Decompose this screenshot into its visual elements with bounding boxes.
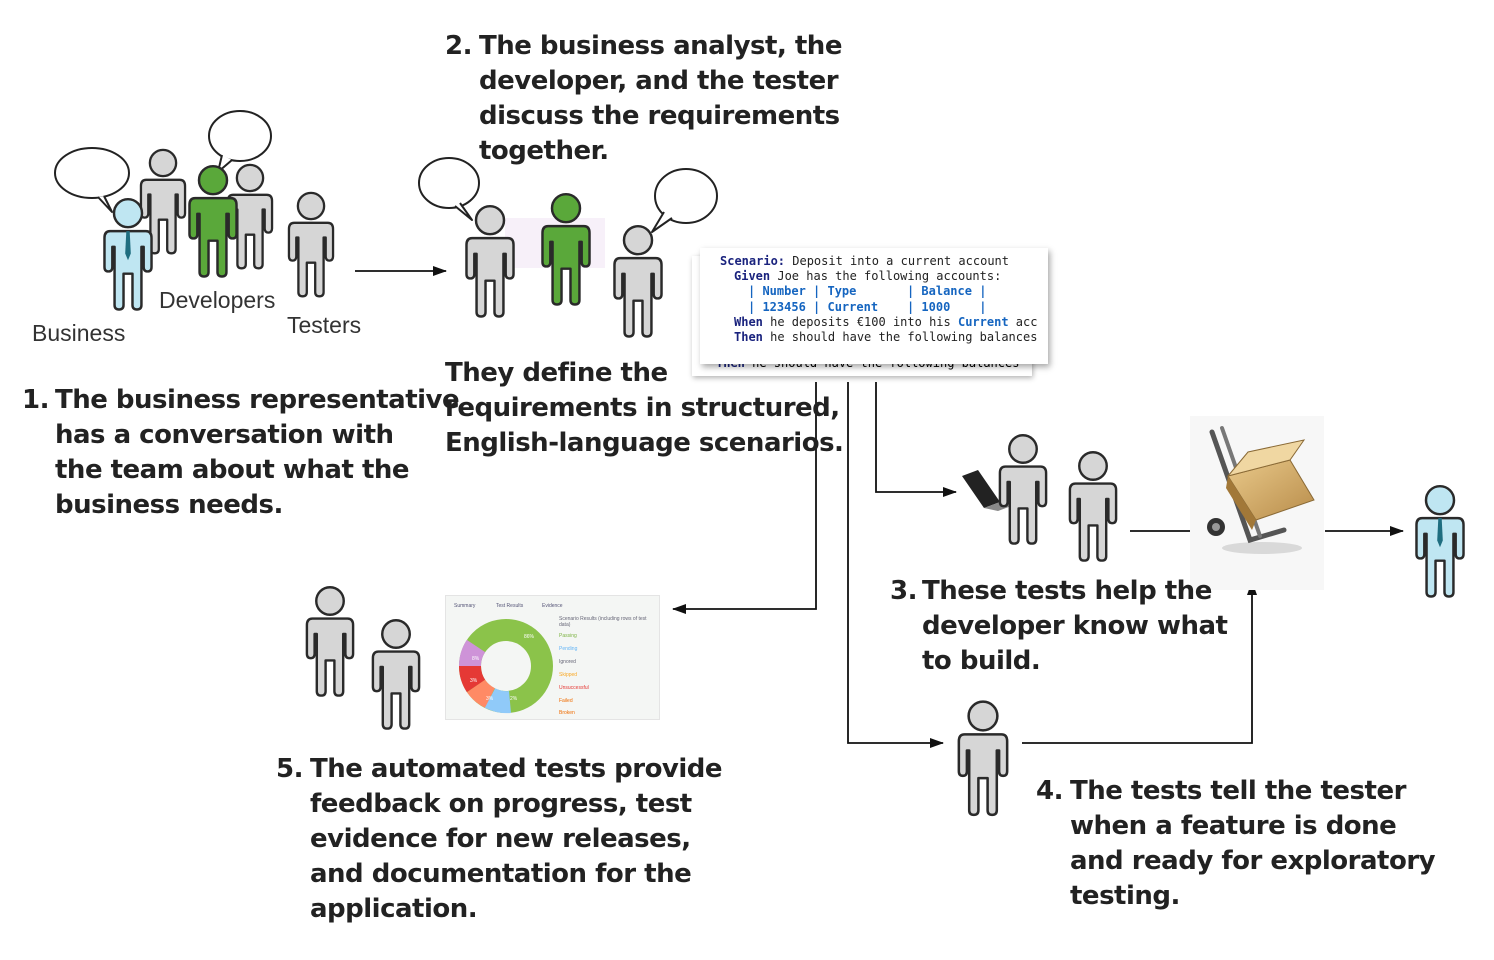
caption-line: the team about what the: [55, 455, 410, 485]
step-number: 5.: [276, 754, 303, 784]
developer-person-icon: [1068, 451, 1118, 562]
scenario-then-line: Then he should have the following balanc…: [734, 330, 1038, 345]
define-requirements-caption: They define the requirements in structur…: [445, 356, 844, 461]
flow-arrow: [672, 382, 817, 614]
tester-person-icon: [957, 700, 1009, 817]
legend-skipped: Skipped: [559, 672, 578, 678]
flow-arrow: [875, 382, 957, 497]
caption-line: The business analyst, the: [479, 31, 842, 61]
scenario-title-line: Scenario: Deposit into a current account: [720, 254, 1009, 268]
report-tab-test-results: Test Results: [496, 603, 524, 609]
legend-passing: Passing: [559, 633, 577, 639]
step-2-caption: 2. The business analyst, the developer, …: [445, 29, 842, 169]
caption-line: has a conversation with: [55, 420, 394, 450]
scenario-given-line: Given Joe has the following accounts:: [734, 269, 1002, 284]
scenario-when-line: When he deposits €100 into his Current a…: [734, 314, 1038, 329]
developer-person-icon: [188, 164, 238, 278]
step-5-caption: 5. The automated tests provide feedback …: [276, 752, 723, 927]
donut-label: 86%: [524, 634, 535, 640]
results-donut-chart: 86% 8% 3% 3% 2%: [458, 619, 553, 714]
flow-arrow: [1022, 581, 1257, 744]
donut-label: 3%: [470, 678, 478, 684]
caption-line: developer, and the tester: [479, 66, 839, 96]
delivery-hand-truck-icon: [1190, 416, 1324, 590]
step-1-caption: 1. The business representative has a con…: [22, 383, 460, 523]
business-label: Business: [32, 320, 126, 346]
testers-label: Testers: [287, 312, 362, 338]
caption-line: The business representative: [55, 385, 460, 415]
step-number: 1.: [22, 385, 49, 415]
legend-failed: Failed: [559, 698, 573, 704]
tester-person-icon: [613, 224, 663, 338]
scenario-table-row: | 123456 | Current | 1000 |: [748, 299, 987, 314]
caption-line: discuss the requirements: [479, 101, 840, 131]
caption-line: evidence for new releases,: [310, 824, 691, 854]
developer-person-icon: [998, 434, 1048, 545]
team-person-icon: [305, 586, 355, 697]
caption-line: and ready for exploratory: [1070, 846, 1436, 876]
caption-line: feedback on progress, test: [310, 789, 692, 819]
tester-person-icon: [287, 191, 335, 298]
caption-line: together.: [479, 136, 609, 166]
caption-line: These tests help the: [922, 576, 1212, 606]
step-number: 3.: [890, 576, 917, 606]
speech-bubble-icon: [54, 147, 130, 213]
legend-pending: Pending: [559, 646, 578, 652]
developer-person-icon: [541, 192, 591, 306]
legend-ignored: Ignored: [559, 659, 576, 665]
caption-line: when a feature is done: [1070, 811, 1397, 841]
developers-label: Developers: [159, 287, 276, 313]
caption-line: The tests tell the tester: [1070, 776, 1406, 806]
report-legend-title: Scenario Results (including rows of test…: [559, 616, 647, 628]
step-number: 4.: [1036, 776, 1063, 806]
caption-line: to build.: [922, 646, 1041, 676]
donut-label: 2%: [510, 696, 518, 702]
caption-line: testing.: [1070, 881, 1180, 911]
report-tab-evidence: Evidence: [542, 603, 563, 609]
caption-line: application.: [310, 894, 478, 924]
team-person-icon: [371, 619, 421, 730]
step-3-caption: 3. These tests help the developer know w…: [890, 574, 1228, 679]
caption-line: business needs.: [55, 490, 283, 520]
speech-bubble-icon: [651, 168, 718, 233]
caption-line: English-language scenarios.: [445, 428, 844, 458]
step-number: 2.: [445, 31, 472, 61]
report-tab-summary: Summary: [454, 603, 476, 609]
legend-broken: Broken: [559, 710, 575, 716]
caption-line: The automated tests provide: [310, 754, 723, 784]
test-report-thumbnail: Summary Test Results Evidence 86% 8% 3% …: [445, 595, 660, 720]
legend-unsuccessful: Unsuccessful: [559, 685, 589, 691]
caption-line: requirements in structured,: [445, 393, 840, 423]
speech-bubble-icon: [208, 110, 272, 173]
caption-line: They define the: [445, 358, 668, 388]
step-4-caption: 4. The tests tell the tester when a feat…: [1036, 774, 1436, 914]
scenario-card: Scenario: Deposit into a current account…: [700, 248, 1048, 364]
scenario-table-header: | Number | Type | Balance |: [748, 284, 987, 299]
flow-arrow: [847, 382, 944, 748]
business-person-icon: [1415, 484, 1465, 598]
speech-bubble-icon: [418, 157, 480, 221]
caption-line: and documentation for the: [310, 859, 692, 889]
caption-line: developer know what: [922, 611, 1228, 641]
donut-label: 8%: [472, 656, 480, 662]
donut-label: 3%: [486, 696, 494, 702]
